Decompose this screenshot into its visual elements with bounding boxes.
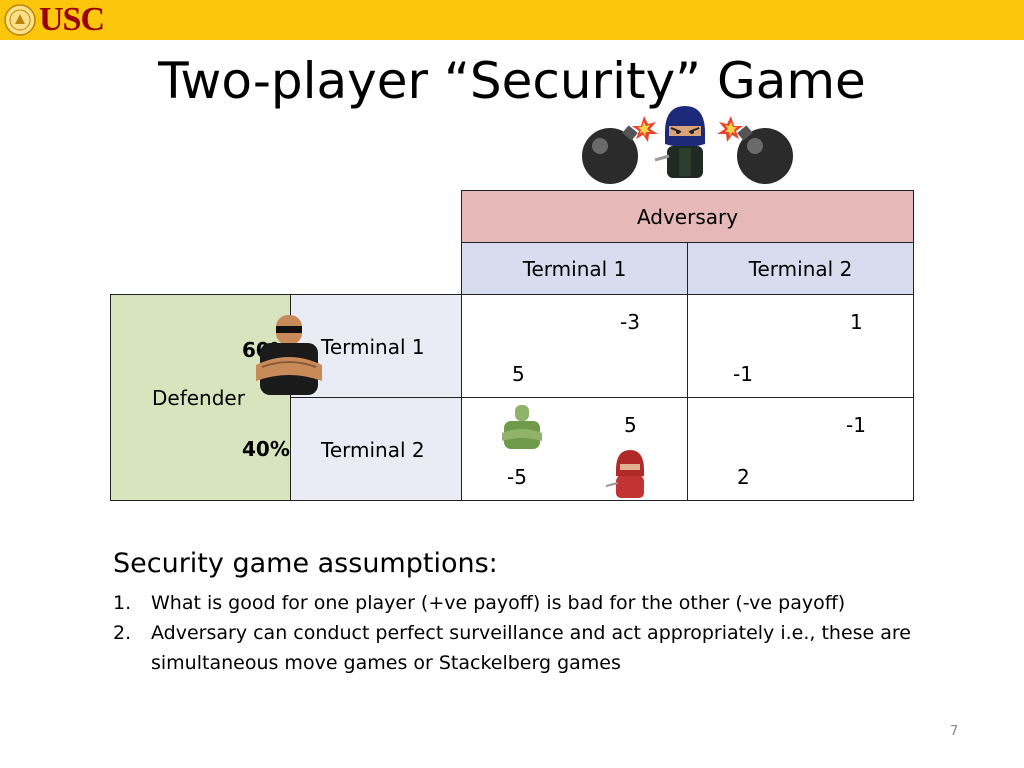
defender-payoff: 2 bbox=[737, 465, 750, 489]
ninja-adversary-icon bbox=[654, 106, 705, 178]
column-header-terminal-1: Terminal 1 bbox=[461, 242, 688, 295]
red-ninja-icon bbox=[605, 450, 644, 498]
list-item: 1. What is good for one player (+ve payo… bbox=[113, 588, 973, 618]
defender-payoff: 5 bbox=[512, 362, 525, 386]
row-header-label: Terminal 2 bbox=[321, 438, 425, 462]
adversary-header: Adversary bbox=[461, 190, 914, 243]
slide-title: Two-player “Security” Game bbox=[158, 52, 866, 110]
column-header-label: Terminal 1 bbox=[522, 256, 627, 281]
green-guard-icon bbox=[502, 405, 542, 449]
defender-cell: Defender 60% 40% bbox=[110, 294, 291, 501]
bomb-icon bbox=[717, 116, 793, 184]
payoff-cell-r1c2: 1 -1 bbox=[687, 294, 914, 398]
adversary-label: Adversary bbox=[636, 204, 739, 229]
list-item-number: 1. bbox=[113, 592, 132, 614]
assumptions-heading: Security game assumptions: bbox=[113, 548, 498, 579]
defender-payoff: -1 bbox=[733, 362, 753, 386]
adversary-payoff: 1 bbox=[850, 310, 863, 334]
assumptions-list: 1. What is good for one player (+ve payo… bbox=[113, 588, 973, 678]
list-item-text: Adversary can conduct perfect surveillan… bbox=[151, 622, 911, 674]
defender-label: Defender bbox=[152, 386, 245, 410]
list-item: 2. Adversary can conduct perfect surveil… bbox=[113, 618, 973, 678]
page-number: 7 bbox=[950, 724, 959, 739]
bodyguard-defender-icon bbox=[256, 315, 322, 395]
payoff-cell-r1c1: -3 5 bbox=[461, 294, 688, 398]
logo-text: USC bbox=[39, 1, 105, 38]
usc-seal-icon bbox=[4, 4, 36, 36]
top-bar bbox=[0, 0, 1024, 40]
list-item-text: What is good for one player (+ve payoff)… bbox=[151, 592, 846, 614]
row-header-terminal-1: Terminal 1 bbox=[290, 294, 462, 398]
column-header-terminal-2: Terminal 2 bbox=[687, 242, 914, 295]
list-item-number: 2. bbox=[113, 622, 132, 644]
defender-payoff: -5 bbox=[507, 465, 527, 489]
row-header-label: Terminal 1 bbox=[321, 335, 425, 359]
payoff-cell-r2c1: 5 -5 bbox=[461, 397, 688, 501]
adversary-payoff: -3 bbox=[620, 310, 640, 334]
adversary-payoff: -1 bbox=[846, 413, 866, 437]
adversary-payoff: 5 bbox=[624, 413, 637, 437]
column-header-label: Terminal 2 bbox=[748, 256, 853, 281]
row-header-terminal-2: Terminal 2 bbox=[290, 397, 462, 501]
probability-row-2: 40% bbox=[242, 437, 290, 461]
bomb-icon bbox=[582, 116, 658, 184]
payoff-cell-r2c2: -1 2 bbox=[687, 397, 914, 501]
